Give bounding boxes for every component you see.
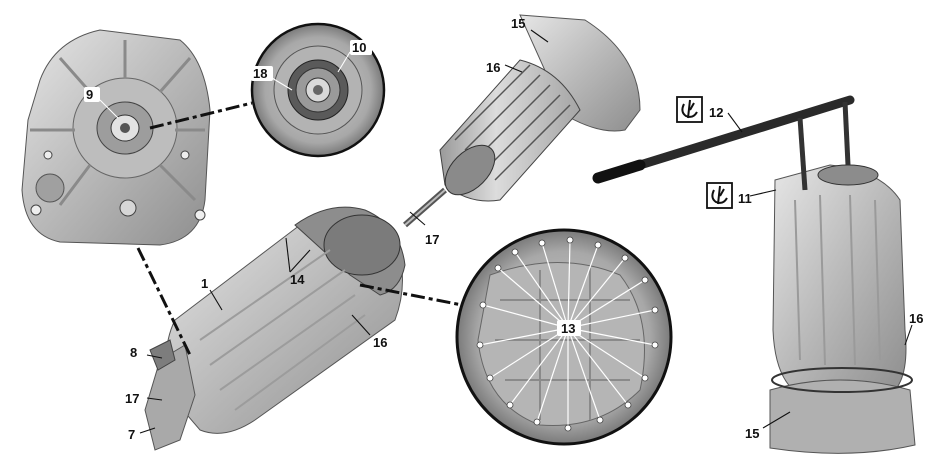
label-15-bottom: 15 xyxy=(745,426,759,441)
detail-connector-top xyxy=(149,101,253,130)
label-14: 14 xyxy=(290,272,305,287)
leader-lines-13 xyxy=(476,236,659,432)
housing-upright xyxy=(769,164,916,454)
label-1: 1 xyxy=(201,276,208,291)
label-17-left: 17 xyxy=(125,391,139,406)
detail-circle-bearing xyxy=(250,22,386,158)
transmission-assembly xyxy=(144,206,406,451)
part-labels: 9 10 18 1 14 16 8 17 7 15 16 17 13 12 11… xyxy=(84,16,923,442)
detail-connector-right xyxy=(359,283,463,307)
label-16-top: 16 xyxy=(486,60,500,75)
label-17-mid: 17 xyxy=(425,232,439,247)
label-8: 8 xyxy=(130,345,137,360)
gear-set-exploded xyxy=(403,14,641,228)
detail-circle-bolts xyxy=(455,228,673,446)
leader-lines xyxy=(99,29,913,434)
special-tool-icon-11 xyxy=(706,182,733,209)
label-7: 7 xyxy=(128,427,135,442)
label-13: 13 xyxy=(561,321,575,336)
label-18: 18 xyxy=(253,66,267,81)
lifting-tool xyxy=(592,95,855,191)
label-11: 11 xyxy=(738,191,752,206)
label-16-mid: 16 xyxy=(373,335,387,350)
special-tool-icon-12 xyxy=(676,96,703,123)
detail-connector-left xyxy=(136,247,192,356)
label-9: 9 xyxy=(86,87,93,102)
label-16-right: 16 xyxy=(909,311,923,326)
housing-end-view xyxy=(21,29,211,246)
label-10: 10 xyxy=(352,40,366,55)
label-12: 12 xyxy=(709,105,723,120)
label-15-top: 15 xyxy=(511,16,525,31)
